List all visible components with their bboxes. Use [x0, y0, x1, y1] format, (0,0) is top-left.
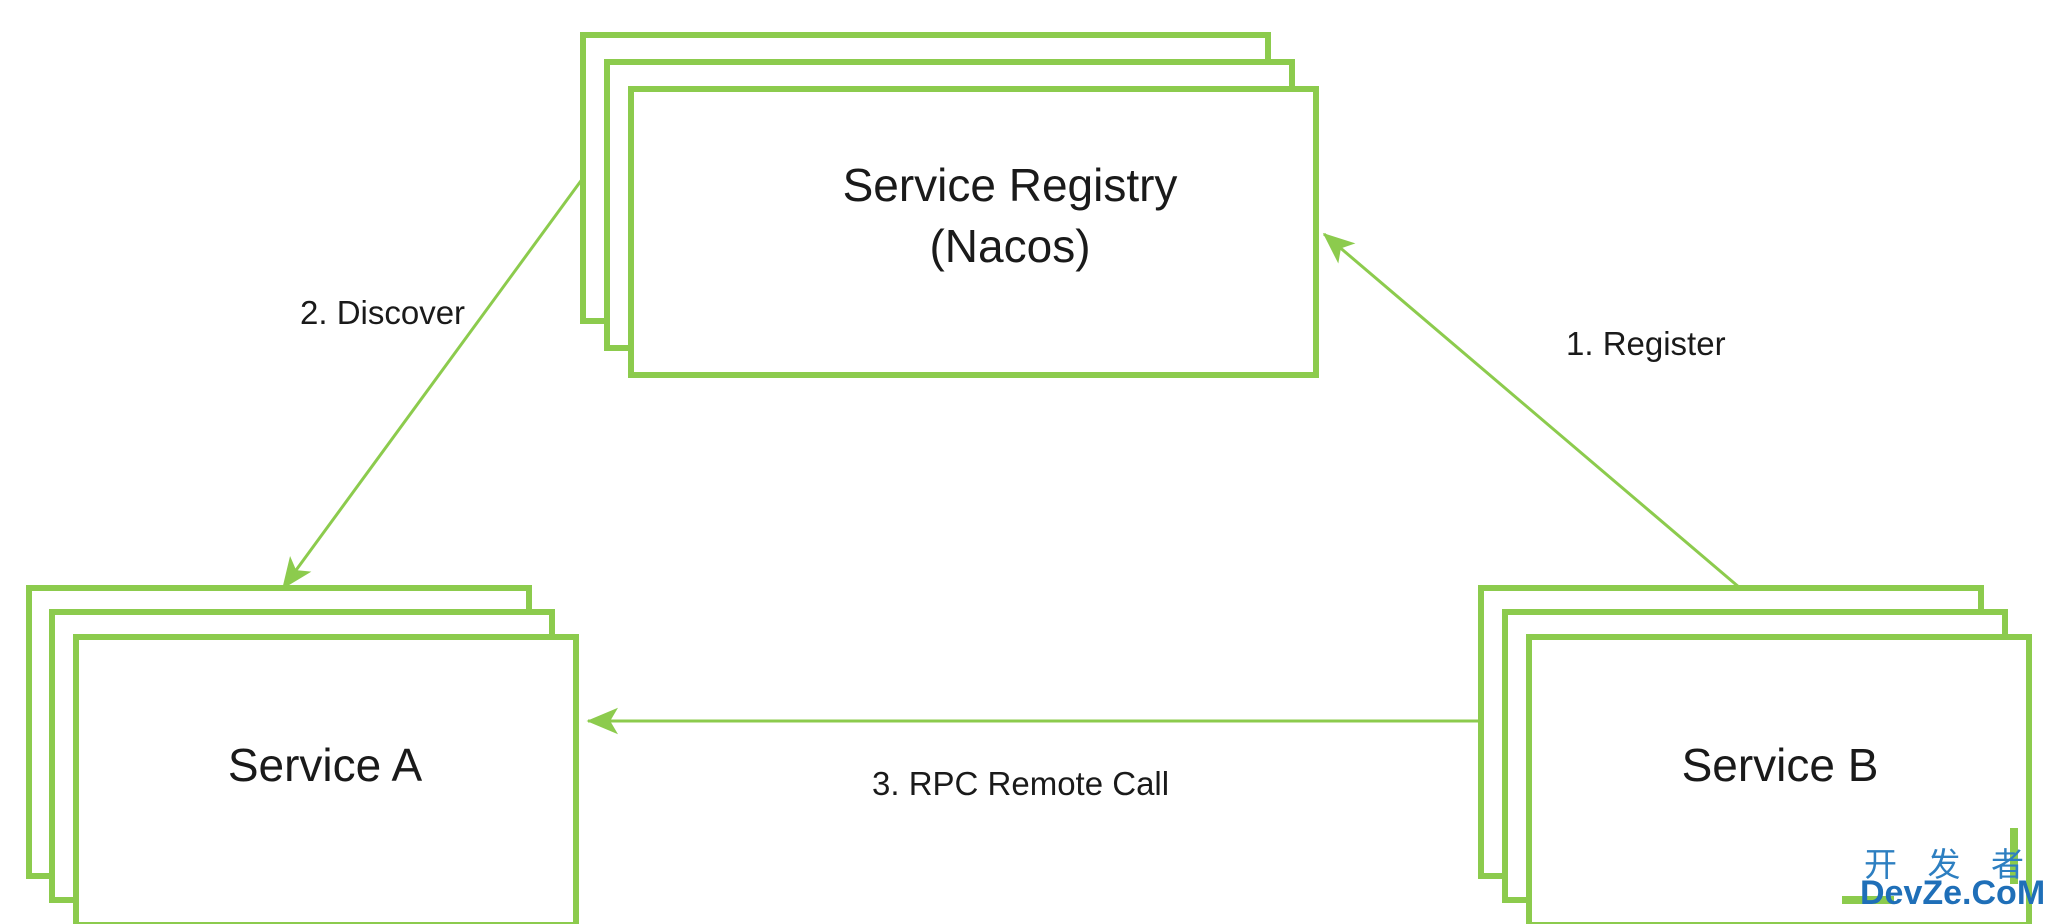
edge-label-rpc: 3. RPC Remote Call: [872, 765, 1170, 802]
edge-label-discover: 2. Discover: [300, 294, 466, 331]
edge-discover[interactable]: [281, 177, 585, 590]
node-registry[interactable]: [580, 32, 1319, 378]
node-service-a[interactable]: [26, 585, 579, 924]
node-registry-layer-front: [628, 86, 1319, 378]
edge-register[interactable]: [1322, 232, 1741, 590]
node-service-a-layer-front: [73, 634, 579, 924]
edge-label-register: 1. Register: [1566, 325, 1726, 362]
node-service-b[interactable]: [1478, 585, 2032, 924]
node-service-b-layer-front: [1526, 634, 2032, 924]
